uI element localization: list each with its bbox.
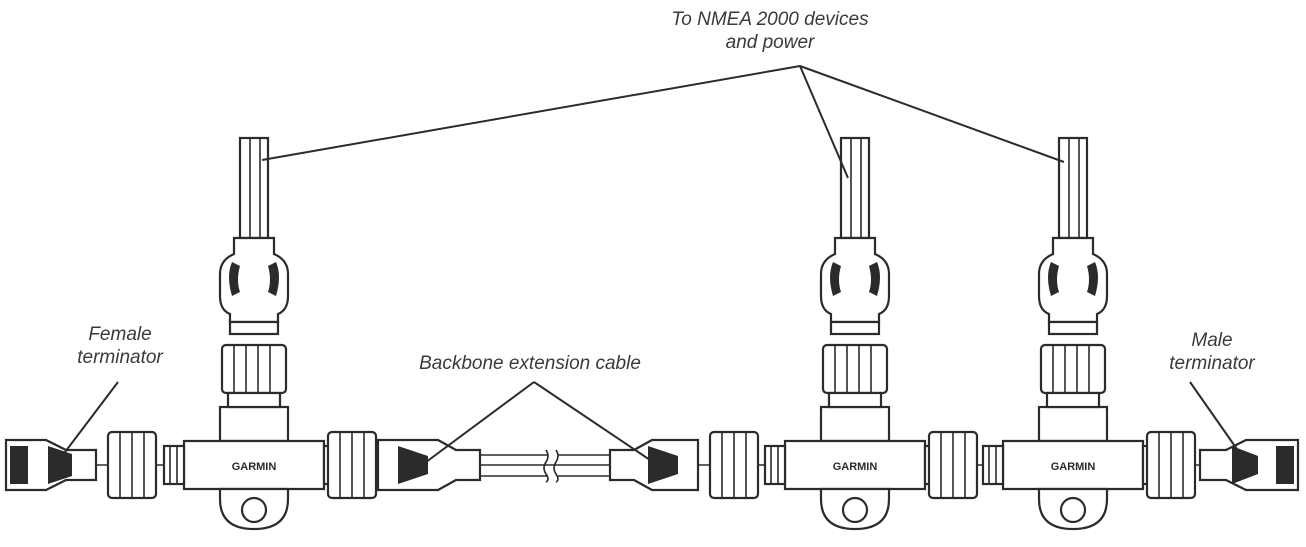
drop-connector xyxy=(1037,136,1109,409)
backbone-cable-end-right xyxy=(608,438,700,492)
backbone-coupling-nut xyxy=(1145,430,1197,500)
label-male-terminator: Male terminator xyxy=(1169,330,1255,374)
label-female-terminator: Female terminator xyxy=(77,324,163,368)
brand-mark: GARMIN xyxy=(232,461,277,473)
backbone-extension-cable xyxy=(480,449,610,483)
leader-lines xyxy=(55,65,1247,469)
female-terminator xyxy=(4,438,98,492)
backbone-cable-end-left xyxy=(376,438,482,492)
brand-mark: GARMIN xyxy=(833,461,878,473)
backbone-coupling-nut xyxy=(927,430,979,500)
male-terminator xyxy=(1198,438,1300,492)
label-backbone-cable: Backbone extension cable xyxy=(419,353,641,374)
brand-mark: GARMIN xyxy=(1051,461,1096,473)
backbone-coupling-nut xyxy=(106,430,158,500)
drop-connector xyxy=(819,136,891,409)
backbone-coupling-nut xyxy=(708,430,760,500)
label-nmea-devices: To NMEA 2000 devices and power xyxy=(671,9,869,53)
backbone-coupling-nut xyxy=(326,430,378,500)
drop-connector xyxy=(218,136,290,409)
